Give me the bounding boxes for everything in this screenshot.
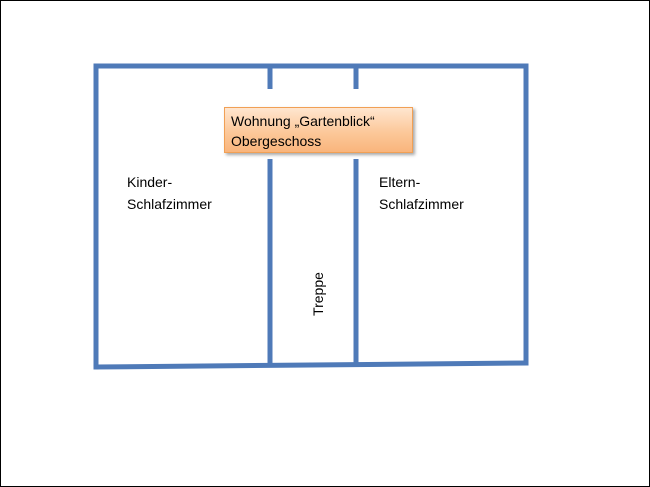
callout-title: Wohnung „Gartenblick“	[231, 113, 375, 129]
wall-bottom	[93, 360, 529, 370]
room-right-line2: Schlafzimmer	[379, 196, 464, 212]
room-label-children-bedroom: Kinder- Schlafzimmer	[127, 171, 212, 215]
room-right-line1: Eltern-	[379, 174, 421, 190]
callout-subtitle: Obergeschoss	[231, 133, 322, 149]
apartment-callout: Wohnung „Gartenblick“ Obergeschoss	[224, 107, 413, 153]
room-left-line1: Kinder-	[127, 174, 173, 190]
room-label-parents-bedroom: Eltern- Schlafzimmer	[379, 171, 464, 215]
room-left-line2: Schlafzimmer	[127, 196, 212, 212]
stairs-label: Treppe	[310, 272, 326, 316]
